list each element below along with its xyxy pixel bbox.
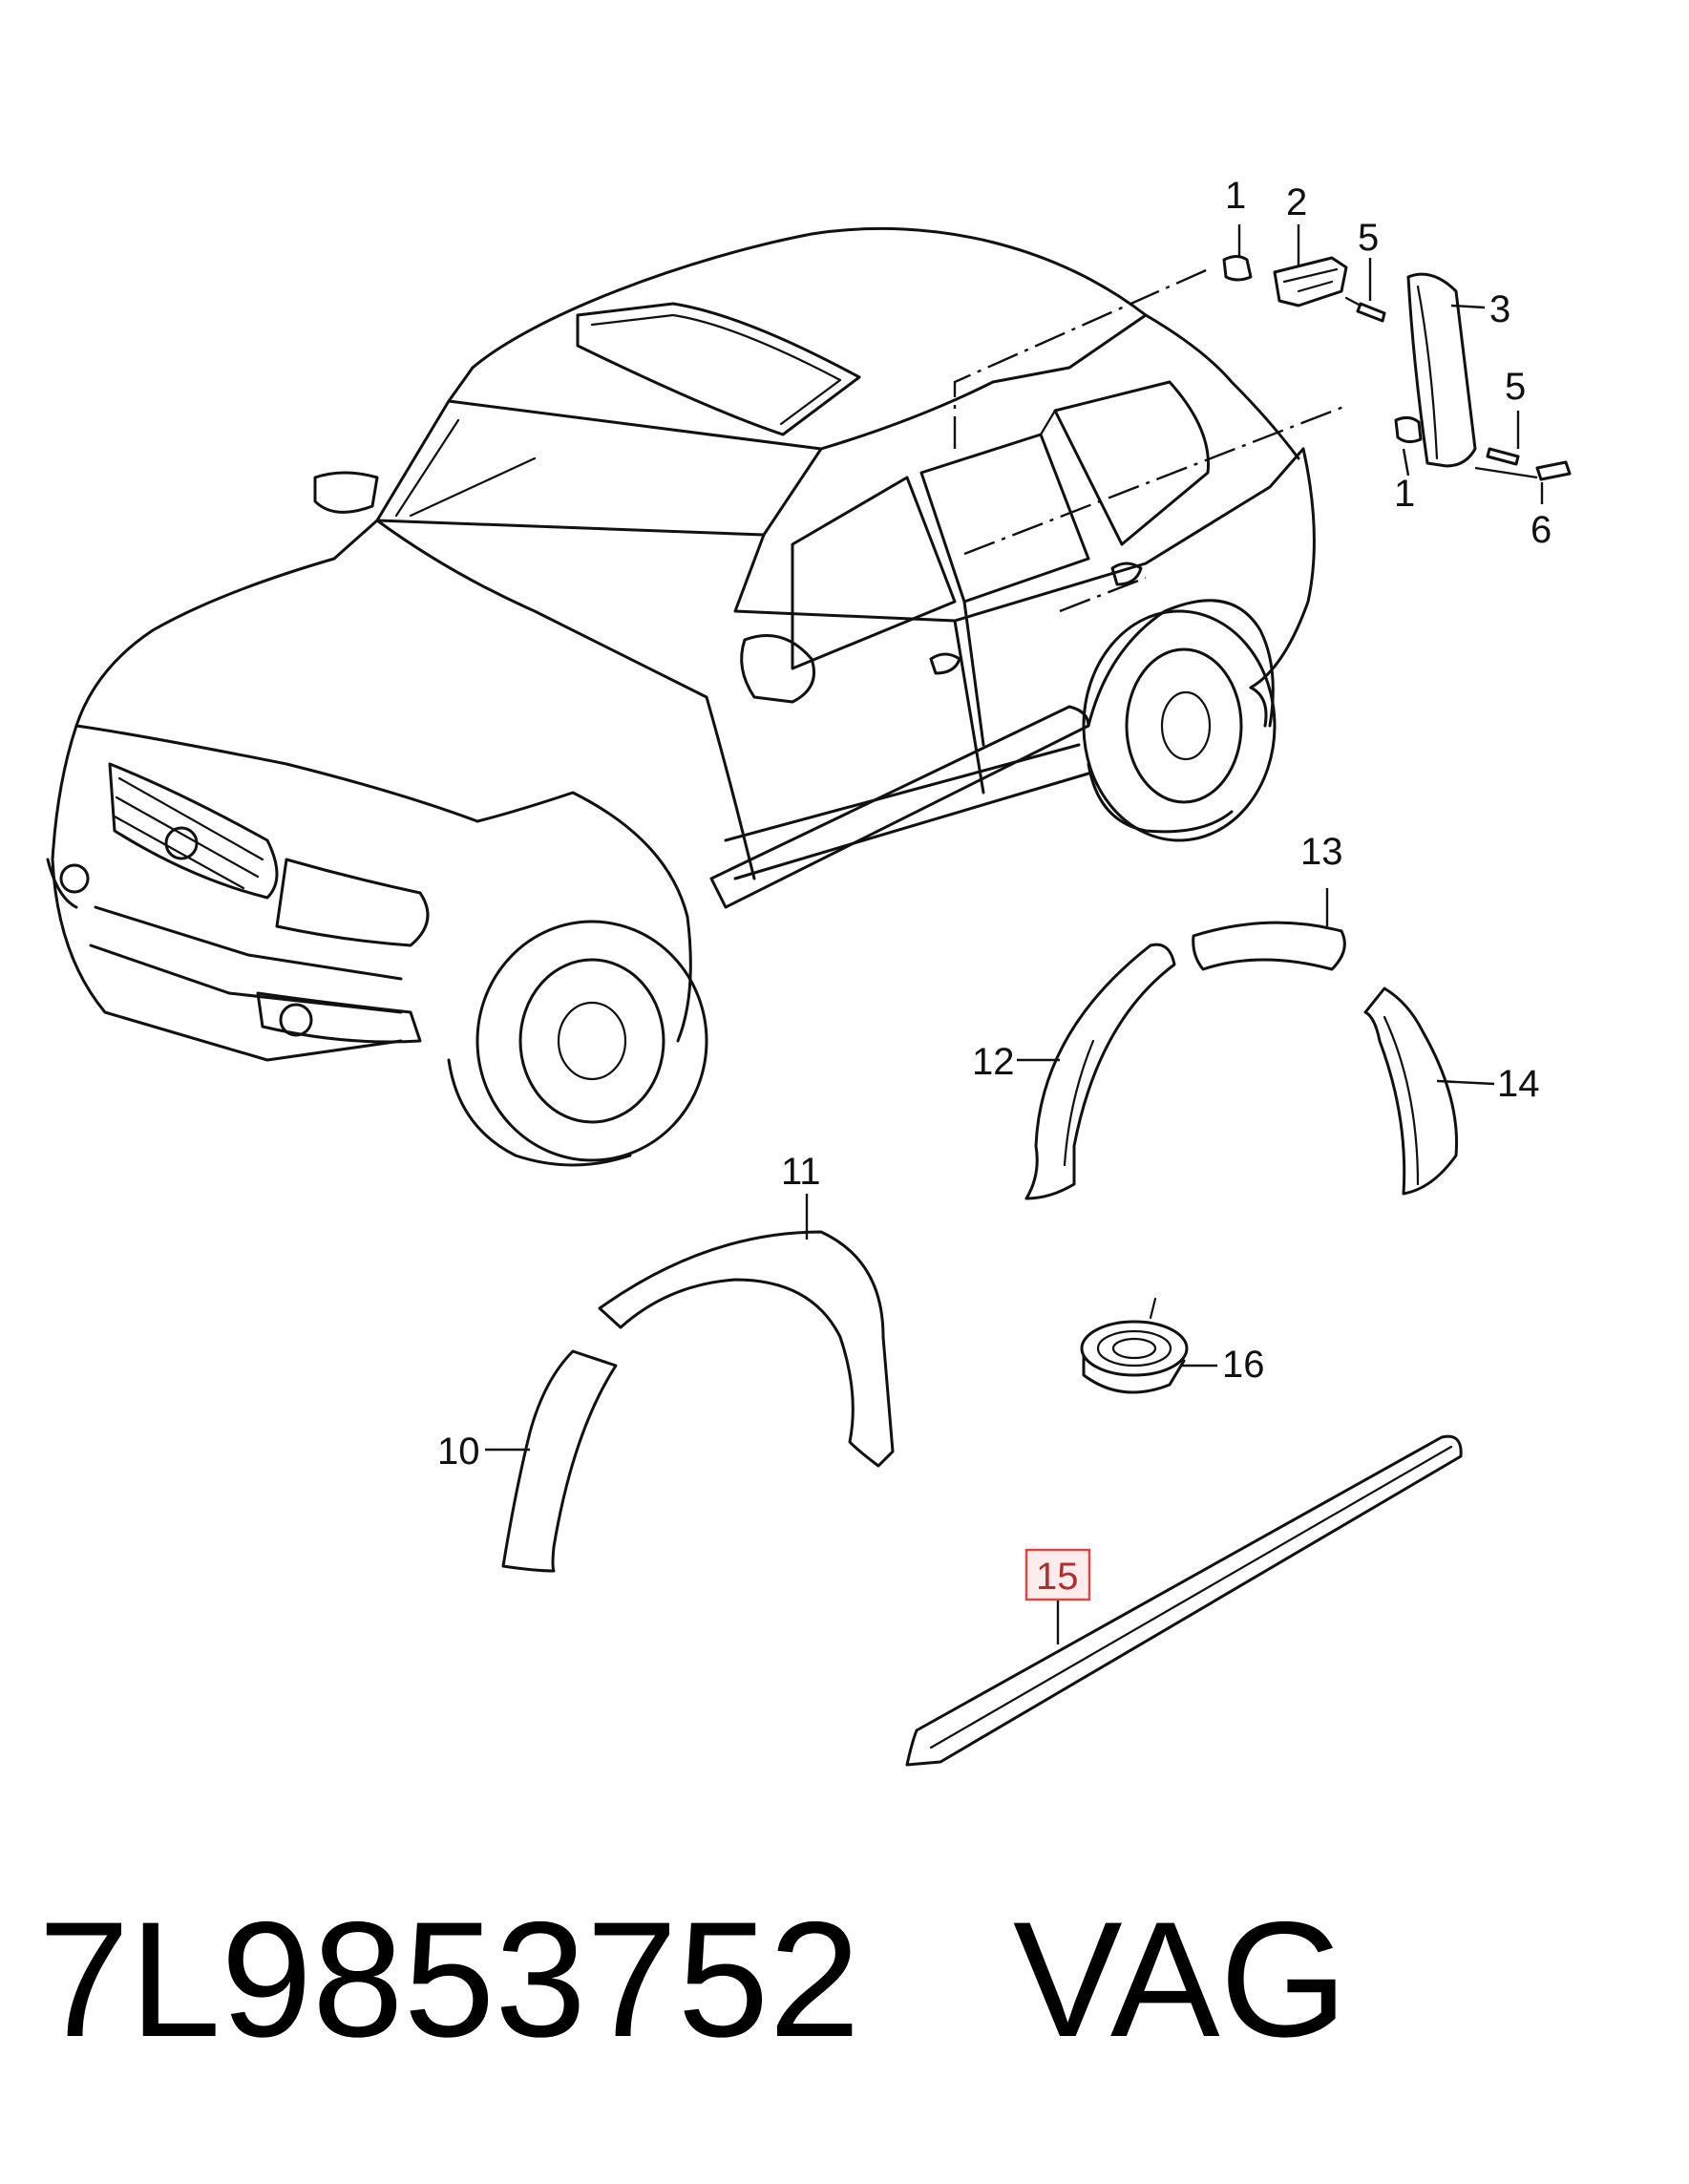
arch-trim-13 <box>1192 921 1346 971</box>
arch-trim-12 <box>1024 943 1176 1200</box>
clip-1-bottom <box>1394 415 1423 444</box>
vehicle-illustration <box>46 226 1347 1167</box>
callout-14: 14 <box>1497 1063 1540 1105</box>
wheel-arch-trims <box>485 888 1495 1573</box>
screw-5-top <box>1356 302 1386 323</box>
adhesive-tape-roll-16 <box>1080 1297 1217 1394</box>
upper-fastener-group <box>1222 224 1572 504</box>
screw-5-bottom <box>1486 447 1520 466</box>
side-molding-15 <box>905 1434 1463 1767</box>
caption: 7L9853752 VAG <box>38 1888 1661 2071</box>
part-number: 7L9853752 <box>38 1888 860 2071</box>
callout-16: 16 <box>1222 1344 1265 1386</box>
pillar-trim-3 <box>1406 272 1477 468</box>
arch-trim-10 <box>501 1349 618 1573</box>
arch-trim-11 <box>598 1230 895 1468</box>
callout-11: 11 <box>781 1151 821 1193</box>
callout-13: 13 <box>1300 831 1343 873</box>
callout-15-highlight: 15 <box>1024 1548 1091 1601</box>
pin-6 <box>1535 460 1572 481</box>
callout-2: 2 <box>1286 181 1307 223</box>
callout-10: 10 <box>437 1431 480 1473</box>
callout-1-top: 1 <box>1225 175 1246 217</box>
callout-3: 3 <box>1489 288 1510 330</box>
clip-1-top <box>1222 255 1253 282</box>
brand-name: VAG <box>1012 1888 1348 2071</box>
bracket-2 <box>1273 256 1348 307</box>
callout-5-top: 5 <box>1358 217 1379 259</box>
callout-15: 15 <box>1036 1556 1079 1598</box>
callout-1-bottom: 1 <box>1394 473 1415 515</box>
arch-trim-14 <box>1363 986 1459 1196</box>
callout-5-bottom: 5 <box>1505 366 1526 408</box>
callout-12: 12 <box>972 1041 1015 1083</box>
callout-6: 6 <box>1531 509 1552 551</box>
